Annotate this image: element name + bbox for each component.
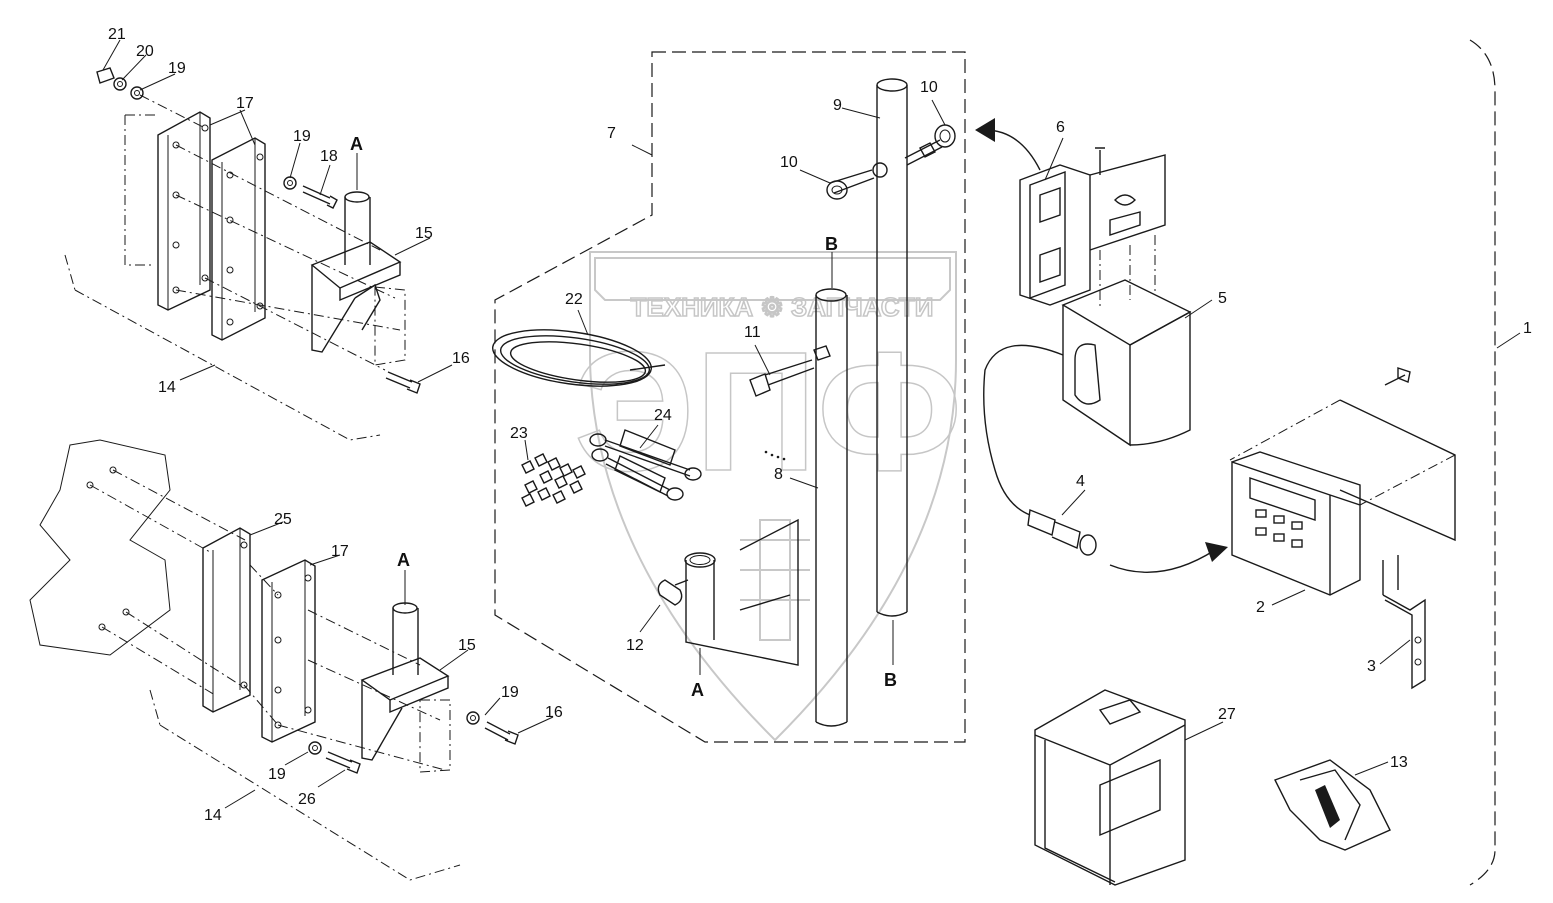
callout-6: 6 <box>1056 119 1065 136</box>
callout-22: 22 <box>565 291 583 308</box>
callout-5: 5 <box>1218 290 1227 307</box>
section-label-a-top: A <box>350 134 363 154</box>
callout-19-top-left: 19 <box>168 60 186 77</box>
callout-16-bottom: 16 <box>545 704 563 721</box>
section-label-b-top: B <box>825 234 838 254</box>
watermark-top-text: ТЕХНИКА ⚙ ЗАПЧАСТИ <box>631 292 934 322</box>
callout-21: 21 <box>108 26 126 43</box>
callout-25: 25 <box>274 511 292 528</box>
callout-1: 1 <box>1523 320 1532 337</box>
callout-3: 3 <box>1367 658 1376 675</box>
callout-11: 11 <box>744 324 761 341</box>
callout-27: 27 <box>1218 706 1236 723</box>
callout-10-left: 10 <box>780 154 798 171</box>
callout-7: 7 <box>607 125 616 142</box>
callout-10-right: 10 <box>920 79 938 96</box>
top-left-bracket-assembly <box>64 67 421 441</box>
callout-8: 8 <box>774 466 783 483</box>
callout-23: 23 <box>510 425 528 442</box>
callout-19-bottom-right: 19 <box>501 684 519 701</box>
bottom-left-bracket-assembly <box>29 439 519 881</box>
callout-17-bottom: 17 <box>331 543 349 560</box>
section-label-b-bottom: B <box>884 670 897 690</box>
right-side-parts <box>975 118 1456 886</box>
section-label-a-bottom: A <box>691 680 704 700</box>
callout-12: 12 <box>626 637 644 654</box>
leader-lines <box>102 39 1521 809</box>
callout-18: 18 <box>320 148 338 165</box>
watermark: ТЕХНИКА ⚙ ЗАПЧАСТИ ЭПФ <box>573 251 963 742</box>
callout-19-top-mid: 19 <box>293 128 311 145</box>
callout-9: 9 <box>833 97 842 114</box>
callout-15-top: 15 <box>415 225 433 242</box>
callout-16-top: 16 <box>452 350 470 367</box>
callout-4: 4 <box>1076 473 1085 490</box>
section-label-a-mid: A <box>397 550 410 570</box>
callout-13: 13 <box>1390 754 1408 771</box>
callout-19-bottom-left: 19 <box>268 766 286 783</box>
callout-numbers: 1 2 3 4 5 6 7 8 9 10 10 11 12 13 14 14 1… <box>108 26 1532 824</box>
assembly-1-bracket <box>1469 39 1496 886</box>
watermark-logo-text: ЭПФ <box>574 317 962 507</box>
callout-20: 20 <box>136 43 154 60</box>
callout-24: 24 <box>654 407 672 424</box>
kit-7-outline <box>494 51 966 743</box>
callout-2: 2 <box>1256 599 1265 616</box>
callout-26: 26 <box>298 791 316 808</box>
callout-17-top: 17 <box>236 95 254 112</box>
callout-14-top: 14 <box>158 379 176 396</box>
callout-14-bottom: 14 <box>204 807 222 824</box>
callout-15-bottom: 15 <box>458 637 476 654</box>
section-labels: A A A B B <box>350 134 897 700</box>
